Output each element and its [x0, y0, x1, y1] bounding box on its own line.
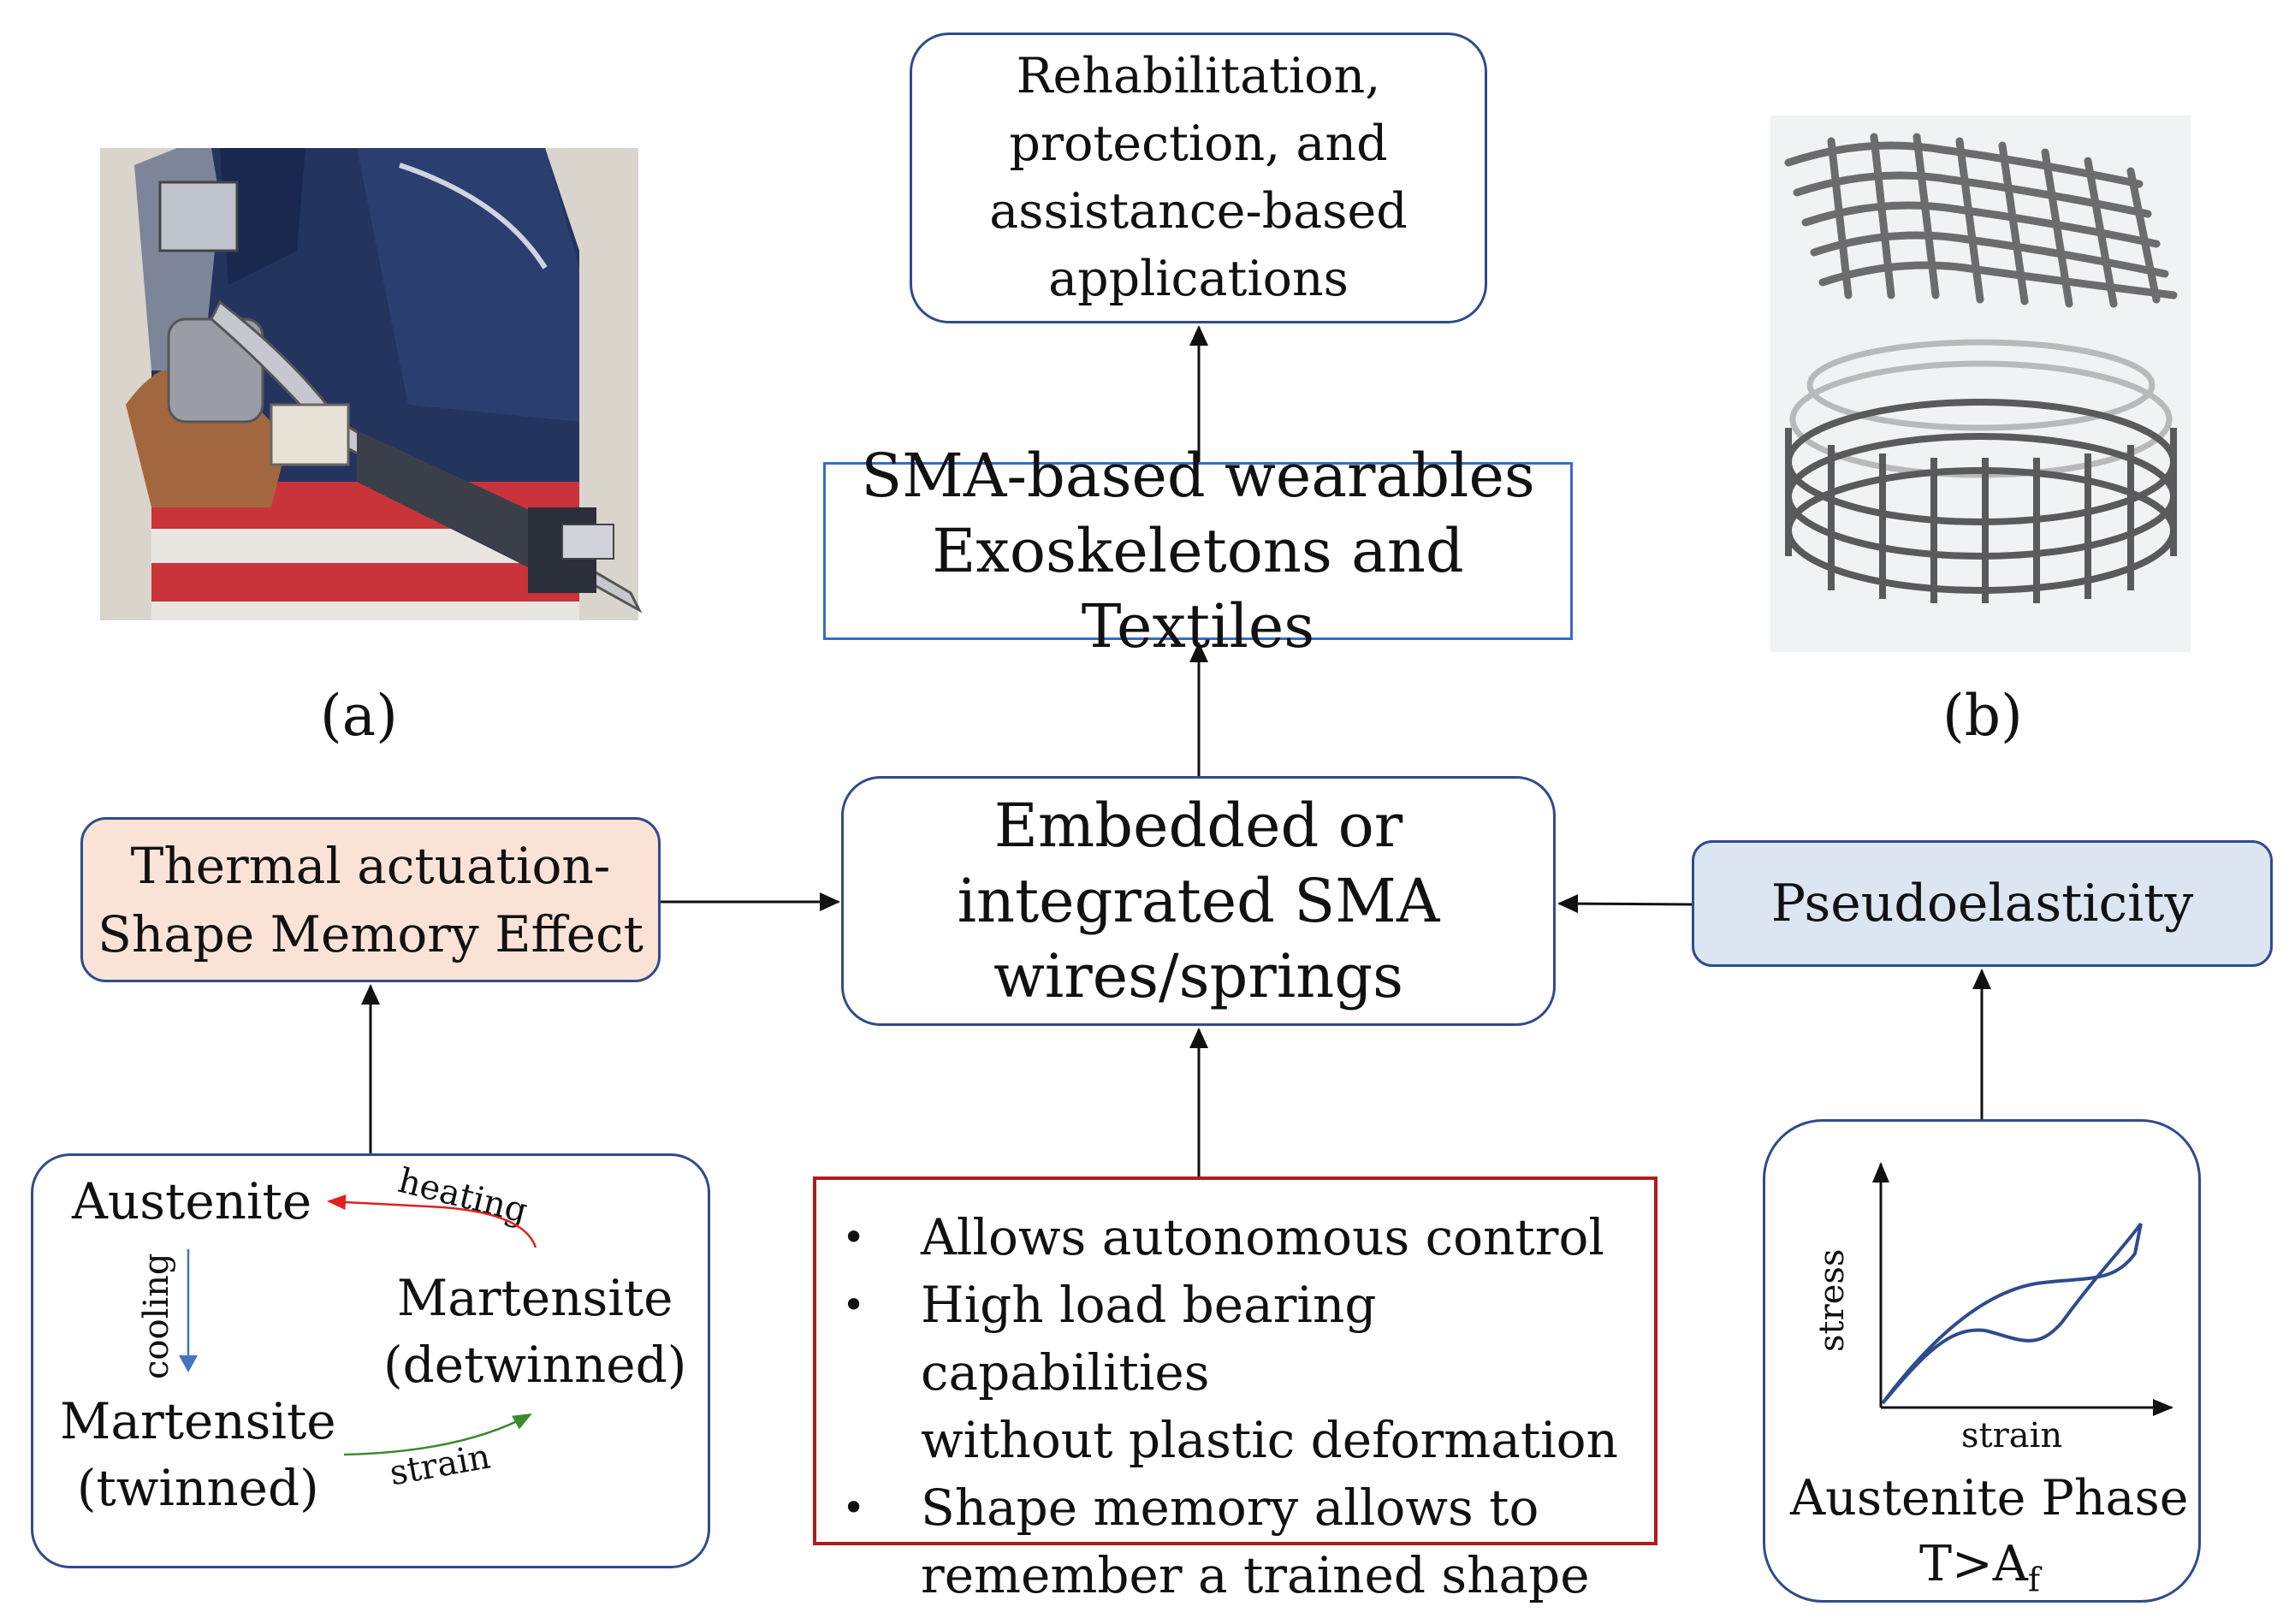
strain-axis-label: strain: [1961, 1416, 2063, 1455]
stress-axis-label: stress: [1812, 1248, 1852, 1352]
detwinned-line-1: Martensite: [396, 1269, 673, 1327]
embedded-sma-box: Embedded or integrated SMA wires/springs: [841, 776, 1556, 1026]
detwinned-line-2: (detwinned): [383, 1336, 687, 1394]
austenite-phase-panel: [1763, 1119, 2201, 1603]
applications-line-4: applications: [1048, 251, 1349, 307]
bullet-3-line-2: remember a trained shape: [921, 1546, 1590, 1604]
loading-curve: [1881, 1223, 2143, 1405]
caption-a: (a): [320, 683, 398, 749]
bullet-2-line-1: High load bearing capabilities: [921, 1276, 1377, 1402]
center-line-3: wires/springs: [993, 941, 1404, 1011]
unloading-curve: [1881, 1222, 2143, 1405]
applications-line-1: Rehabilitation,: [1016, 48, 1381, 104]
martensite-detwinned-label: Martensite (detwinned): [383, 1265, 686, 1398]
center-line-2: integrated SMA: [957, 866, 1440, 936]
pseudoelasticity-label: Pseudoelasticity: [1770, 874, 2194, 934]
bullet-1-line-1: Allows autonomous control: [921, 1208, 1604, 1266]
bullet-item: Shape memory allows to remember a traine…: [816, 1474, 1654, 1609]
thermal-actuation-box: Thermal actuation- Shape Memory Effect: [80, 817, 661, 982]
properties-list: Allows autonomous control High load bear…: [816, 1204, 1654, 1609]
twinned-line-1: Martensite: [60, 1392, 336, 1450]
caption-b: (b): [1942, 683, 2023, 749]
phase-transformation-box: [31, 1153, 710, 1568]
thermal-line-1: Thermal actuation-: [130, 836, 611, 895]
bullet-2-line-2: without plastic deformation: [921, 1411, 1618, 1469]
center-line-1: Embedded or: [993, 791, 1403, 861]
thermal-line-2: Shape Memory Effect: [98, 904, 643, 963]
bullet-3-line-1: Shape memory allows to: [921, 1479, 1539, 1537]
properties-bullet-box: Allows autonomous control High load bear…: [813, 1177, 1657, 1604]
applications-line-2: protection, and: [1009, 116, 1388, 172]
austenite-phase-label: Austenite Phase: [1790, 1470, 2189, 1526]
transformation-condition: T>Af: [1919, 1536, 2040, 1598]
sma-wearables-box: SMA-based wearables Exoskeletons and Tex…: [823, 441, 1573, 661]
condition-subscript: f: [2027, 1561, 2041, 1599]
bullet-item: Allows autonomous control: [816, 1204, 1654, 1271]
pseudoelasticity-box: Pseudoelasticity: [1692, 840, 2273, 967]
wearables-line-2: Exoskeletons and Textiles: [932, 516, 1464, 661]
heating-arrow: [327, 1194, 537, 1248]
cooling-arrowhead: [179, 1355, 198, 1372]
condition-text: T>A: [1919, 1536, 2028, 1592]
bullet-item: High load bearing capabilities without p…: [816, 1271, 1654, 1474]
applications-line-3: assistance-based: [989, 183, 1408, 240]
martensite-twinned-label: Martensite (twinned): [60, 1388, 336, 1521]
twinned-line-2: (twinned): [76, 1459, 319, 1517]
strain-arrow: [343, 1413, 532, 1456]
applications-box: Rehabilitation, protection, and assistan…: [910, 33, 1487, 323]
austenite-label: Austenite: [72, 1172, 312, 1230]
wearables-line-1: SMA-based wearables: [861, 441, 1535, 511]
